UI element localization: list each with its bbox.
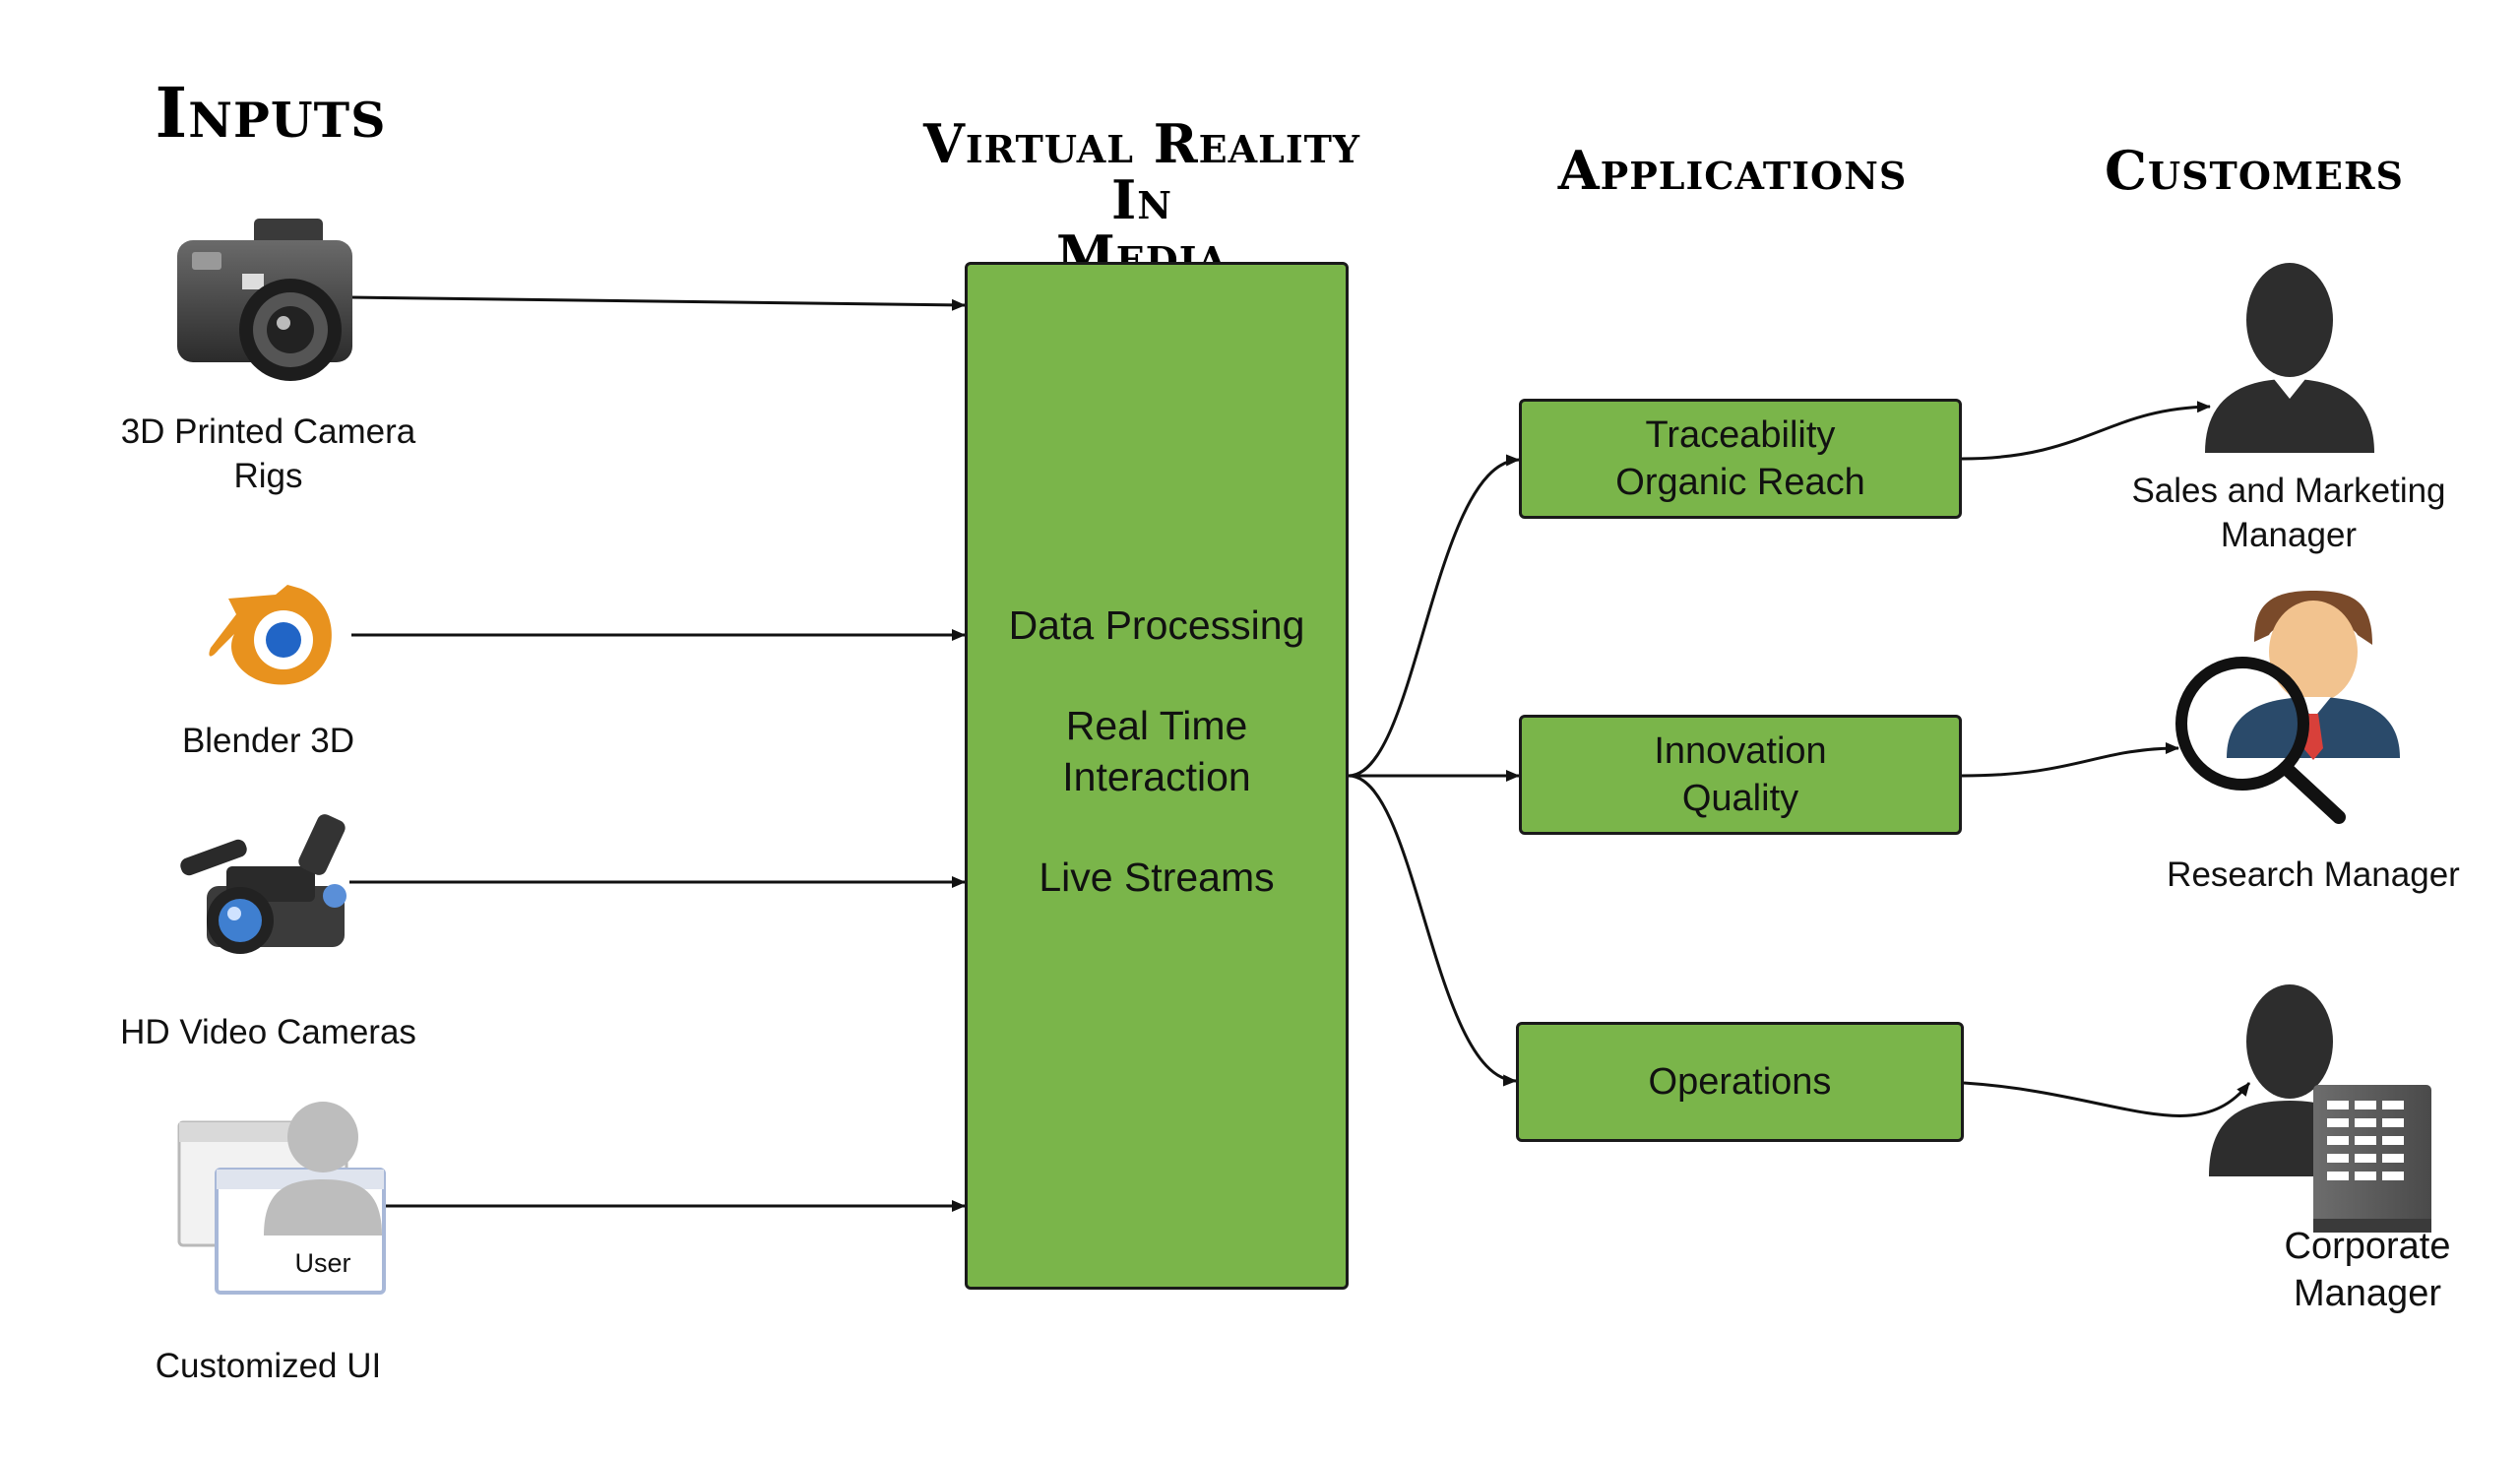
- input-label-video-cameras: HD Video Cameras: [89, 1010, 448, 1054]
- inputs-heading: Inputs: [155, 72, 387, 154]
- connector-operations-to-corporate: [1963, 1081, 2251, 1117]
- input-label-camera-rigs-line1: 3D Printed Camera: [120, 412, 416, 451]
- app-box-traceability-line1: Traceability: [1645, 414, 1836, 456]
- vr-media-heading-line1: Virtual Reality In: [922, 112, 1361, 231]
- vr-media-box: Data Processing Real Time Interaction Li…: [965, 262, 1349, 1290]
- app-box-operations: Operations: [1516, 1022, 1964, 1142]
- connector-main-to-traceability: [1348, 454, 1520, 778]
- app-box-innovation-line1: Innovation: [1654, 730, 1827, 772]
- applications-heading: Applications: [1557, 139, 1908, 202]
- researcher-magnifier-icon: [2175, 591, 2400, 824]
- input-label-blender: Blender 3D: [89, 719, 448, 763]
- main-box-real-time: Real Time: [1065, 703, 1248, 748]
- customer-label-research: Research Manager: [2131, 853, 2495, 897]
- connector-main-to-operations: [1348, 774, 1517, 1087]
- blender-logo-icon: [209, 585, 332, 685]
- connector-traceability-to-sales: [1961, 401, 2211, 461]
- main-box-live-streams: Live Streams: [1039, 855, 1275, 900]
- customers-heading: Customers: [2105, 139, 2404, 202]
- camera-icon: [177, 219, 352, 381]
- app-box-innovation: Innovation Quality: [1519, 715, 1962, 835]
- businessman-silhouette-icon: [2205, 263, 2374, 453]
- connector-camera-to-main: [348, 295, 966, 311]
- customer-label-corporate: Corporate Manager: [2220, 1223, 2515, 1317]
- corporate-building-person-icon: [2209, 984, 2431, 1233]
- input-label-camera-rigs-line2: Rigs: [233, 457, 303, 495]
- customer-label-sales-marketing-line1: Sales and Marketing: [2131, 472, 2446, 510]
- input-label-customized-ui: Customized UI: [89, 1344, 448, 1388]
- customer-label-corporate-line2: Manager: [2294, 1273, 2441, 1314]
- main-box-interaction: Interaction: [1062, 754, 1251, 799]
- customer-label-corporate-line1: Corporate: [2284, 1226, 2451, 1267]
- app-box-operations-line1: Operations: [1648, 1061, 1832, 1103]
- customer-label-sales-marketing-line2: Manager: [2220, 516, 2358, 554]
- customer-label-research-line1: Research Manager: [2167, 855, 2460, 894]
- input-label-camera-rigs: 3D Printed Camera Rigs: [89, 410, 448, 498]
- input-label-customized-ui-line1: Customized UI: [155, 1347, 382, 1385]
- user-window-icon: User: [177, 1102, 386, 1295]
- input-label-blender-line1: Blender 3D: [181, 722, 355, 760]
- app-box-innovation-line2: Quality: [1681, 778, 1799, 819]
- connector-innovation-to-research: [1961, 742, 2179, 778]
- vr-media-heading: Virtual Reality In Media: [906, 116, 1378, 284]
- user-window-icon-text: User: [294, 1248, 350, 1278]
- input-label-video-cameras-line1: HD Video Cameras: [120, 1013, 416, 1051]
- main-box-data-processing: Data Processing: [1008, 602, 1305, 648]
- video-camera-icon: [180, 814, 346, 954]
- customer-label-sales-marketing: Sales and Marketing Manager: [2107, 469, 2471, 557]
- app-box-traceability-line2: Organic Reach: [1615, 462, 1865, 503]
- app-box-traceability: Traceability Organic Reach: [1519, 399, 1962, 519]
